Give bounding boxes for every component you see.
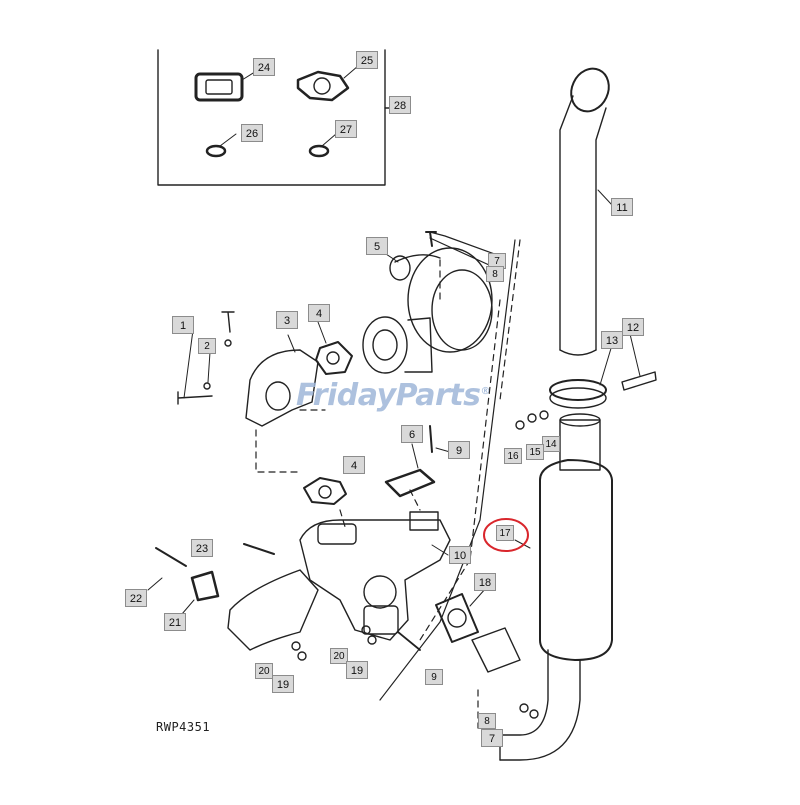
callout-13: 13 xyxy=(601,331,623,349)
heat-shield xyxy=(147,543,319,651)
muffler-flange xyxy=(435,587,521,673)
callout-2: 2 xyxy=(198,338,216,354)
nuts-washers xyxy=(291,410,549,719)
gasket-kit-inset xyxy=(157,49,396,186)
callout-1: 1 xyxy=(172,316,194,334)
callout-11: 11 xyxy=(611,198,633,216)
callout-27: 27 xyxy=(335,120,357,138)
callout-15: 15 xyxy=(526,444,544,460)
callout-23: 23 xyxy=(191,539,213,557)
callout-9-lower: 9 xyxy=(425,669,443,685)
muffler xyxy=(483,413,613,761)
highlight-circle xyxy=(483,518,529,552)
callout-8-lower: 8 xyxy=(478,713,496,729)
assembly-leaders xyxy=(255,239,521,729)
callout-7-top: 7 xyxy=(488,253,506,269)
callout-14: 14 xyxy=(542,436,560,452)
callout-22: 22 xyxy=(125,589,147,607)
pipe-clamp xyxy=(549,333,657,409)
callout-20-right: 20 xyxy=(330,648,348,664)
callout-4-upper: 4 xyxy=(308,304,330,322)
callout-9-upper: 9 xyxy=(448,441,470,459)
callout-28: 28 xyxy=(389,96,411,114)
watermark-word1: Friday xyxy=(296,378,396,413)
callout-20-left: 20 xyxy=(255,663,273,679)
callout-4-lower: 4 xyxy=(343,456,365,474)
callout-16: 16 xyxy=(504,448,522,464)
exhaust-elbow xyxy=(245,321,353,427)
callout-19-right: 19 xyxy=(346,661,368,679)
figure-id: RWP4351 xyxy=(156,720,211,734)
callout-8-top: 8 xyxy=(486,266,504,282)
callout-18: 18 xyxy=(474,573,496,591)
callout-21: 21 xyxy=(164,613,186,631)
callout-12: 12 xyxy=(622,318,644,336)
callout-25: 25 xyxy=(356,51,378,69)
callout-17: 17 xyxy=(496,525,514,541)
callout-19-left: 19 xyxy=(272,675,294,693)
exhaust-stack-pipe xyxy=(559,67,613,356)
lower-gasket xyxy=(303,477,347,505)
bolts xyxy=(177,311,235,405)
watermark-mark: ® xyxy=(480,386,490,397)
callout-3: 3 xyxy=(276,311,298,329)
callout-6: 6 xyxy=(401,425,423,443)
exhaust-manifold xyxy=(299,511,451,641)
callout-5: 5 xyxy=(366,237,388,255)
callout-7-lower: 7 xyxy=(481,729,503,747)
upper-gasket-stud xyxy=(384,425,451,498)
callout-10: 10 xyxy=(449,546,471,564)
callout-26: 26 xyxy=(241,124,263,142)
watermark: FridayParts® xyxy=(296,378,490,413)
watermark-word2: Parts xyxy=(395,378,481,413)
callout-24: 24 xyxy=(253,58,275,76)
